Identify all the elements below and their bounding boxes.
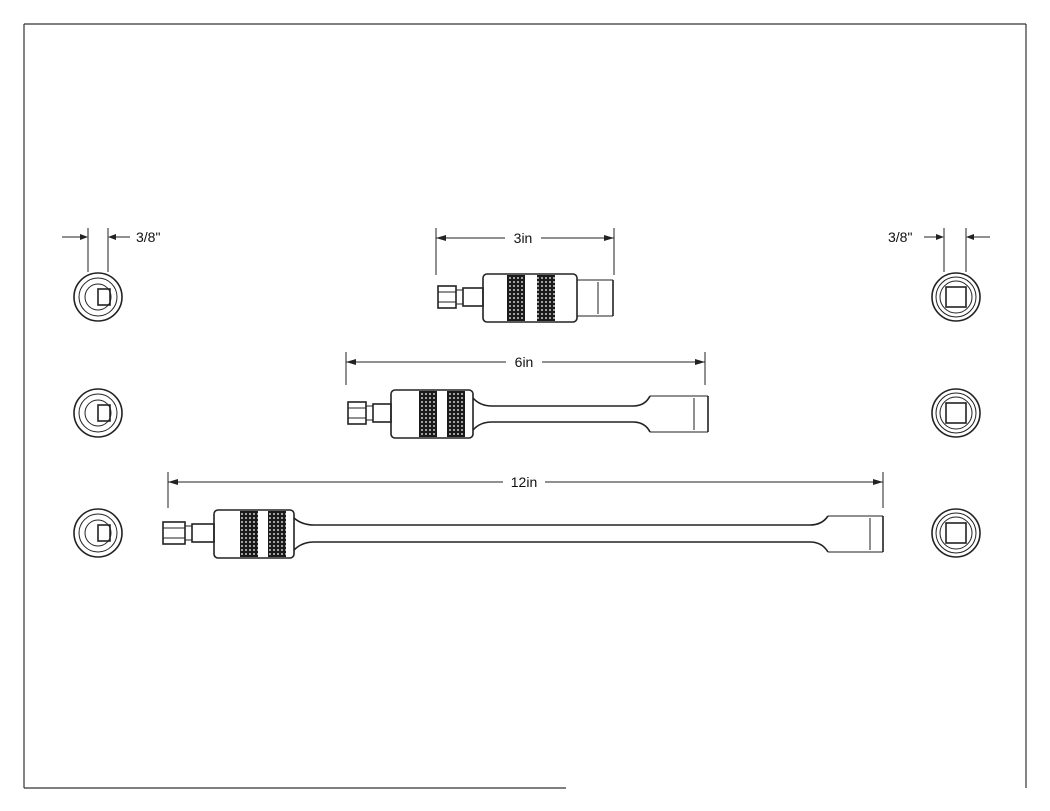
female-end-view-1 bbox=[931, 272, 981, 322]
female-end-view-2 bbox=[931, 388, 981, 438]
extension-6in bbox=[347, 389, 709, 439]
male-end-view-1 bbox=[73, 272, 123, 322]
length-12in-label: 12in bbox=[511, 474, 537, 490]
left-drive-label: 3/8" bbox=[136, 229, 160, 245]
female-end-view-3 bbox=[931, 508, 981, 558]
dimension-3in: 3in bbox=[435, 228, 615, 275]
dimension-6in: 6in bbox=[345, 352, 706, 385]
male-end-view-2 bbox=[73, 388, 123, 438]
drawing-frame bbox=[23, 23, 1027, 789]
right-drive-dimension: 3/8" bbox=[888, 228, 990, 272]
male-end-view-3 bbox=[73, 508, 123, 558]
left-drive-dimension: 3/8" bbox=[62, 228, 160, 272]
extension-12in bbox=[162, 509, 884, 559]
dimension-12in: 12in bbox=[167, 472, 884, 508]
length-3in-label: 3in bbox=[514, 230, 533, 246]
right-drive-label: 3/8" bbox=[888, 229, 912, 245]
extension-3in bbox=[437, 273, 614, 323]
length-6in-label: 6in bbox=[515, 354, 534, 370]
